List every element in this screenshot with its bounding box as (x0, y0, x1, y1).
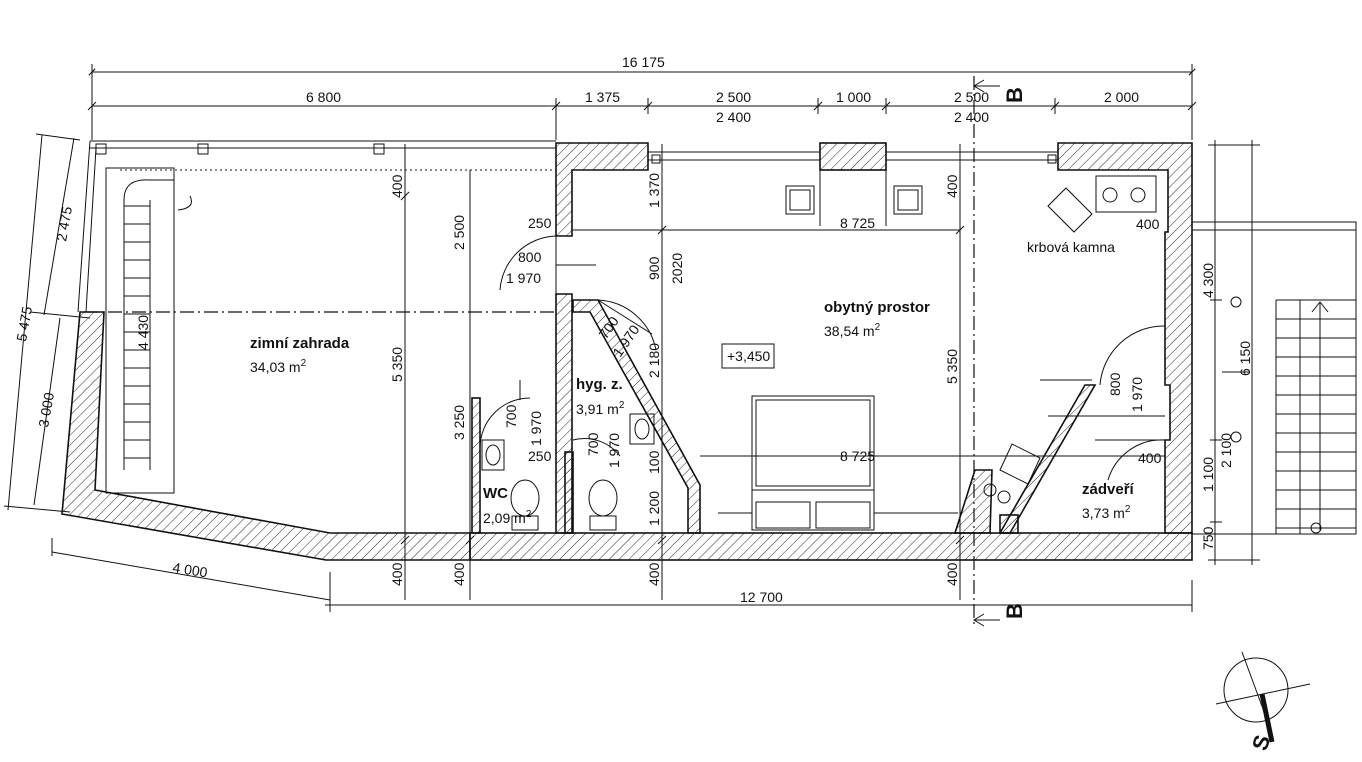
dim-v-900: 900 (646, 256, 662, 280)
dim-v-2020: 2020 (669, 253, 685, 284)
dim-bottom-4000: 4 000 (172, 559, 209, 580)
dim-r-2100: 2 100 (1218, 433, 1234, 468)
dim-top-total: 16 175 (622, 54, 665, 70)
room-area-wc: 2,09 m2 (483, 509, 532, 526)
stove-label: krbová kamna (1027, 239, 1115, 255)
room-name-bath: hyg. z. (576, 376, 623, 393)
dim-r-1100: 1 100 (1200, 457, 1216, 492)
dim-v-1370: 1 370 (646, 173, 662, 208)
room-name-living: obytný prostor (824, 299, 930, 316)
dim-top-2500a: 2 500 (716, 89, 751, 105)
dim-v-1200: 1 200 (646, 491, 662, 526)
room-area-winter-garden: 34,03 m2 (250, 358, 307, 375)
dim-b-400-2: 400 (451, 562, 467, 586)
room-area-entry: 3,73 m2 (1082, 504, 1131, 521)
door1-width: 800 (518, 249, 542, 265)
dim-v-2500: 2 500 (451, 215, 467, 250)
dim-left-2475: 2 475 (53, 205, 75, 242)
dim-r-6150: 6 150 (1237, 341, 1253, 376)
dim-top-2500b: 2 500 (954, 89, 989, 105)
dim-v-5350-a: 5 350 (389, 347, 405, 382)
door5-width: 800 (1107, 372, 1123, 396)
dim-top-1000: 1 000 (836, 89, 871, 105)
door3-width: 700 (503, 404, 519, 428)
dim-r-750: 750 (1200, 526, 1216, 550)
north-arrow-icon (1215, 651, 1311, 743)
inner-dimension-lines (404, 144, 1165, 600)
dim-top-2000: 2 000 (1104, 89, 1139, 105)
dim-bottom-12700: 12 700 (740, 589, 783, 605)
level-label: +3,450 (727, 348, 770, 364)
dim-v-100: 100 (646, 450, 662, 474)
door3-height: 1 970 (528, 411, 544, 446)
dim-b-400-1: 400 (389, 562, 405, 586)
dim-left-3000: 3 000 (35, 391, 57, 428)
dim-h-400-a: 400 (1136, 216, 1160, 232)
left-dimension-lines (3, 133, 91, 513)
dim-h-8725-a: 8 725 (840, 215, 875, 231)
furniture (481, 170, 1165, 531)
section-label-bottom: B (1002, 603, 1027, 619)
room-name-wc: WC (483, 485, 508, 502)
terrace-stairs (1191, 140, 1357, 565)
top-dimension-lines (87, 64, 1197, 140)
room-area-living: 38,54 m2 (824, 322, 881, 339)
dim-r-4300: 4 300 (1200, 263, 1216, 298)
door4-width: 700 (585, 432, 601, 456)
dim-top-2400a: 2 400 (716, 109, 751, 125)
dim-v-400-a: 400 (389, 174, 405, 198)
dim-h-250-a: 250 (528, 215, 552, 231)
dim-top-2400b: 2 400 (954, 109, 989, 125)
bottom-dimension-lines (51, 538, 1193, 612)
room-area-bath: 3,91 m2 (576, 400, 625, 417)
section-arrows (973, 79, 1000, 627)
dim-v-3250: 3 250 (451, 405, 467, 440)
winter-garden-glazing (77, 140, 556, 313)
stair-arrow (177, 195, 192, 211)
level-box (721, 343, 775, 369)
room-name-winter-garden: zimní zahrada (250, 335, 350, 352)
living-windows (648, 151, 1058, 164)
doors (479, 235, 1166, 481)
dimension-ticks (400, 191, 965, 545)
section-label-top: B (1002, 87, 1027, 103)
dim-h-8725-b: 8 725 (840, 448, 875, 464)
dim-v-5350-b: 5 350 (944, 349, 960, 384)
dim-v-400-b: 400 (944, 174, 960, 198)
dim-b-400-4: 400 (944, 562, 960, 586)
dim-h-400-b: 400 (1138, 450, 1162, 466)
door5-height: 1 970 (1129, 377, 1145, 412)
dim-h-250-b: 250 (528, 448, 552, 464)
dim-left-5475: 5 475 (13, 305, 35, 342)
dim-v-2180: 2 180 (646, 343, 662, 378)
staircase (105, 167, 175, 494)
door1-height: 1 970 (506, 270, 541, 286)
door4-height: 1 970 (606, 433, 622, 468)
dim-top-6800: 6 800 (306, 89, 341, 105)
room-name-entry: zádveří (1082, 481, 1135, 498)
dim-b-400-3: 400 (646, 562, 662, 586)
dim-top-1375: 1 375 (585, 89, 620, 105)
